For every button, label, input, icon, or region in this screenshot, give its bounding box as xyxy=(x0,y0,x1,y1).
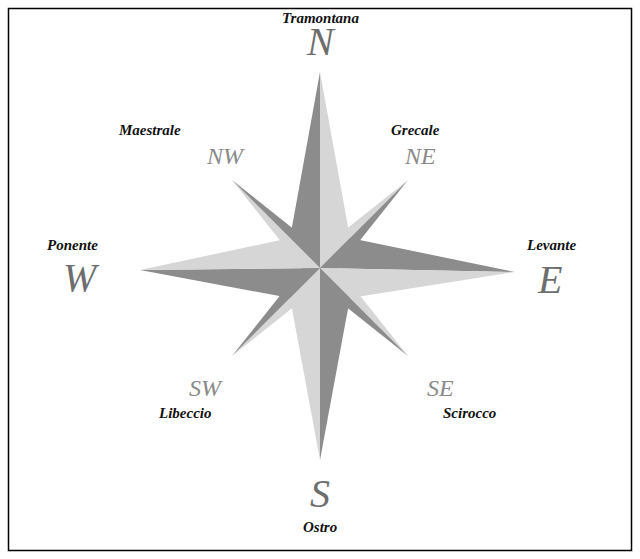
wind-rose-star xyxy=(140,72,515,460)
direction-letter: SW xyxy=(189,376,221,400)
wind-name: Maestrale xyxy=(119,123,181,138)
star-arm xyxy=(290,72,320,268)
direction-letter: NW xyxy=(207,144,243,168)
wind-name: Ponente xyxy=(47,238,98,253)
wind-name: Levante xyxy=(527,238,576,253)
star-arm xyxy=(320,268,350,460)
direction-letter: N xyxy=(307,22,334,62)
wind-name: Ostro xyxy=(303,520,337,535)
direction-letter: S xyxy=(310,474,330,514)
star-arm xyxy=(140,268,320,298)
direction-letter: E xyxy=(538,260,562,300)
star-arm xyxy=(290,268,320,460)
frame xyxy=(9,9,632,551)
wind-name: Libeccio xyxy=(159,406,211,421)
star-arm xyxy=(140,238,320,270)
wind-name: Grecale xyxy=(391,123,439,138)
direction-letter: W xyxy=(63,258,96,298)
star-arm xyxy=(320,72,350,268)
star-arm xyxy=(320,238,515,272)
direction-letter: SE xyxy=(427,376,454,400)
direction-letter: NE xyxy=(405,144,436,168)
star-arm xyxy=(320,268,515,298)
wind-name: Scirocco xyxy=(443,406,496,421)
